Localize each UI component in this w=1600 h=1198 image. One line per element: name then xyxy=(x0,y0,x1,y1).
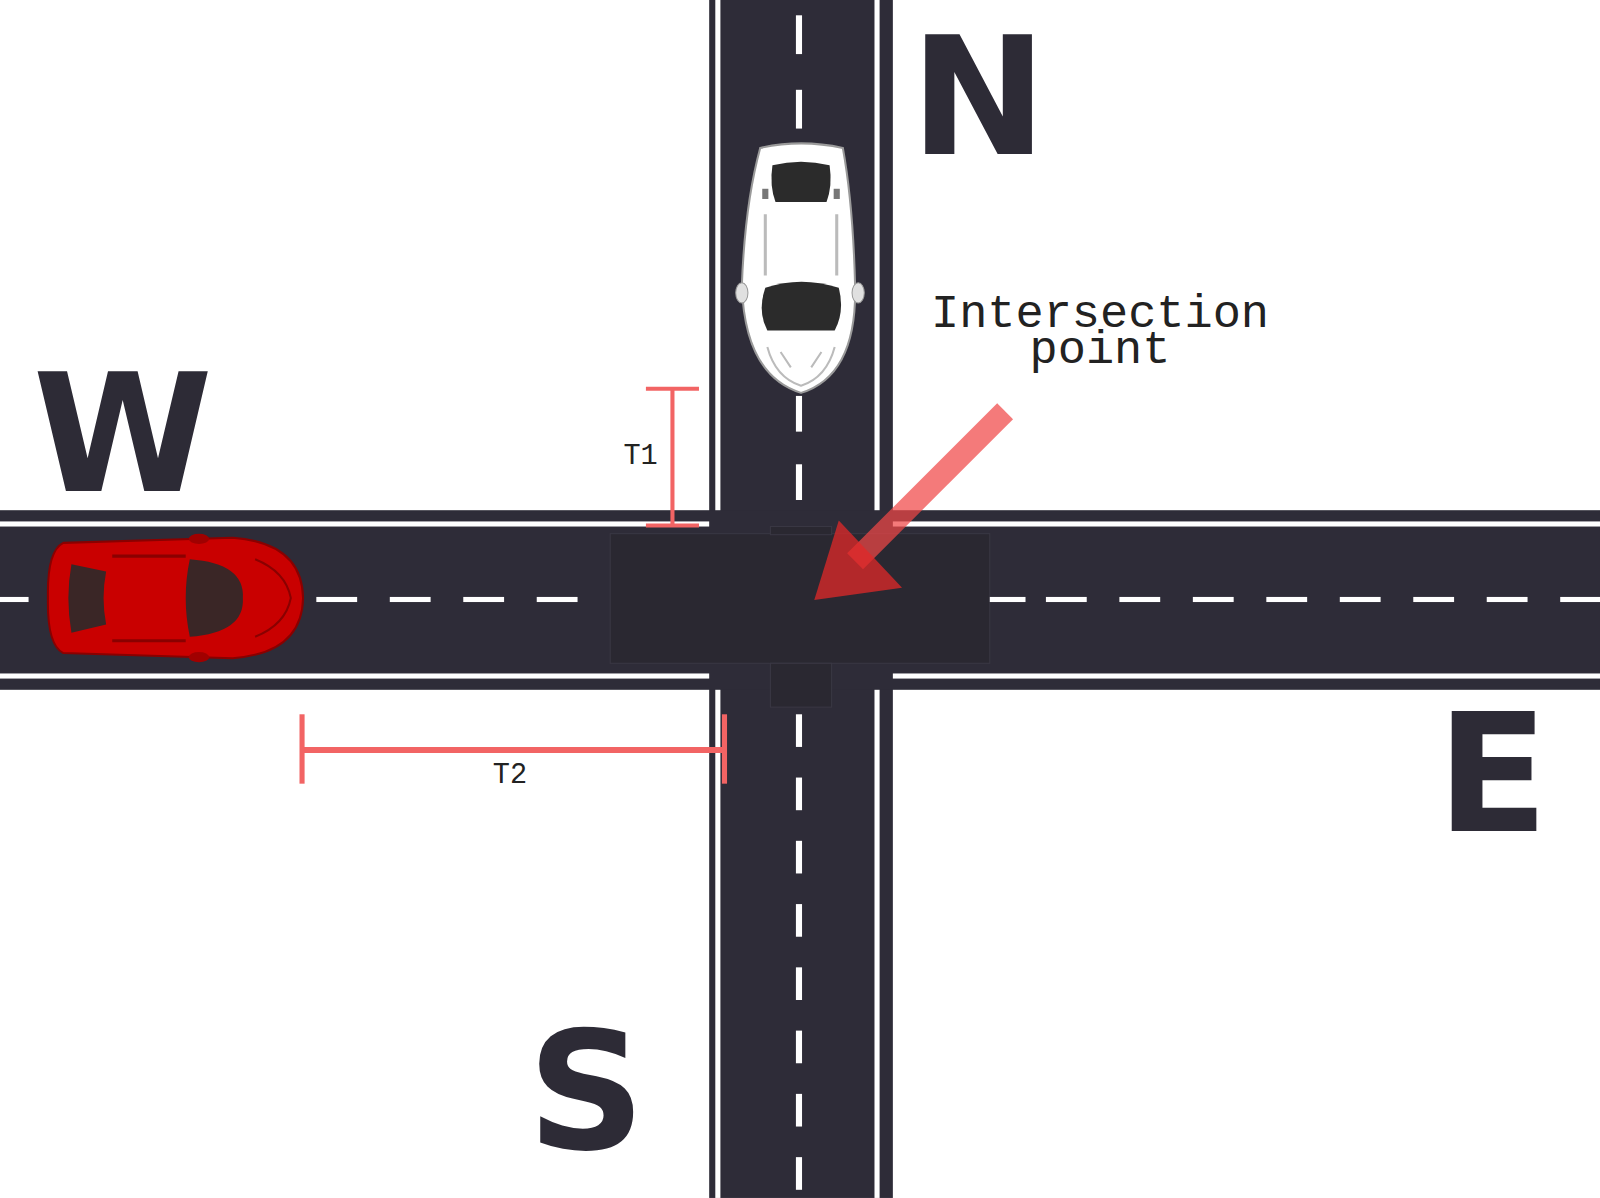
intersection-area xyxy=(610,534,990,664)
road-edge-line xyxy=(0,673,709,678)
white-car xyxy=(736,143,865,392)
compass-letter: S xyxy=(528,1011,646,1174)
road-edge-line xyxy=(0,521,709,526)
dimension-label: T2 xyxy=(493,758,527,793)
red-car xyxy=(48,534,303,663)
compass-letter: N xyxy=(910,16,1047,179)
callout-text: Intersection point xyxy=(916,296,1283,369)
compass-letter: E xyxy=(1437,693,1549,856)
intersection-area xyxy=(770,527,831,535)
intersection-area xyxy=(770,663,831,707)
pointer-arrow xyxy=(814,411,1005,600)
road-edge-line xyxy=(893,521,1600,526)
dimension-label: T1 xyxy=(623,440,657,475)
lane-dashes xyxy=(0,15,1600,1189)
compass-letter: W xyxy=(33,353,213,516)
road-edge-line xyxy=(893,673,1600,678)
